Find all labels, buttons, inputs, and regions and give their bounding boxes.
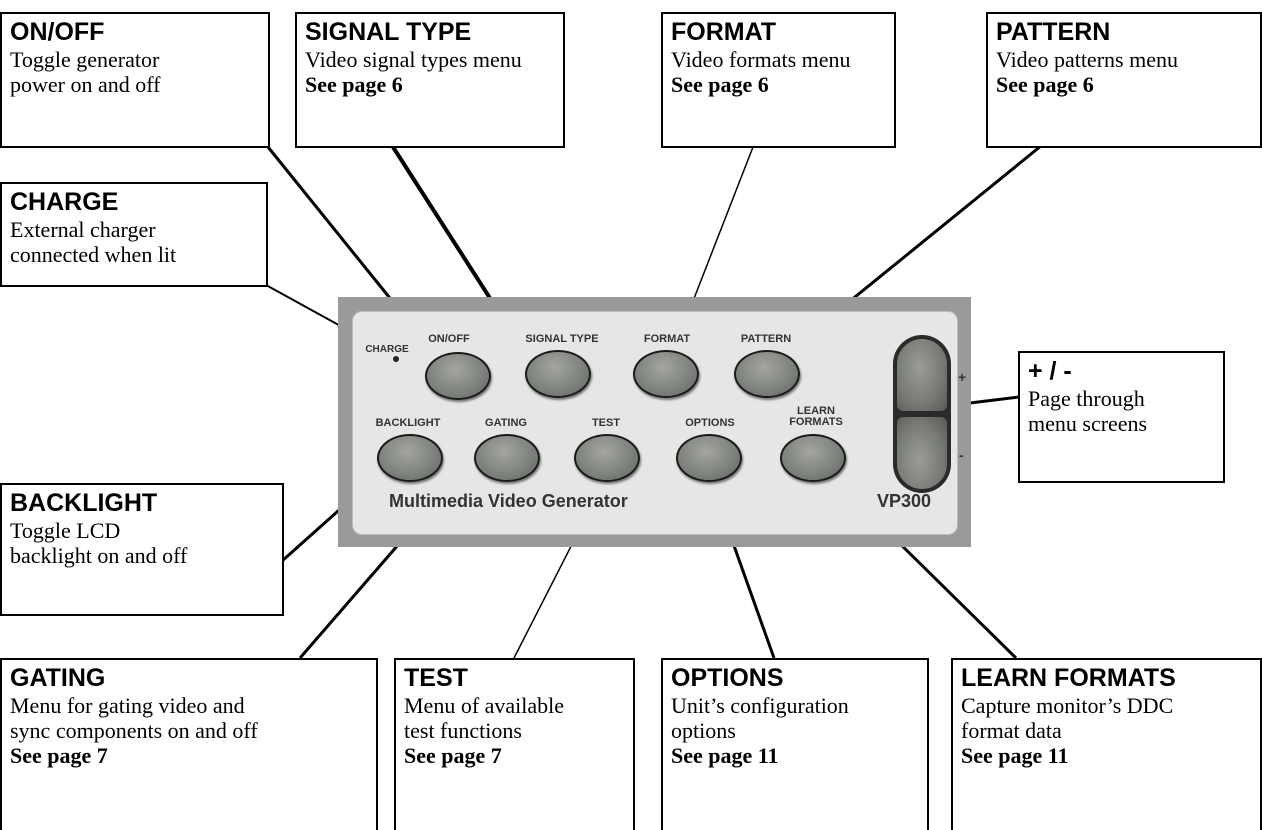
- callout-page-ref: See page 7: [404, 743, 502, 768]
- callout-desc: Video patterns menu: [996, 47, 1178, 72]
- callout-test: TEST Menu of available test functions Se…: [394, 658, 635, 830]
- callout-title: OPTIONS: [671, 664, 784, 692]
- test-button[interactable]: [574, 434, 640, 482]
- minus-button[interactable]: [897, 417, 947, 489]
- charge-led: [393, 356, 399, 362]
- callout-title: CHARGE: [10, 188, 119, 216]
- callout-onoff: ON/OFF Toggle generator power on and off: [0, 12, 270, 148]
- plus-sign: +: [958, 369, 967, 385]
- callout-charge: CHARGE External charger connected when l…: [0, 182, 268, 287]
- signal-type-label: SIGNAL TYPE: [525, 333, 599, 345]
- callout-title: ON/OFF: [10, 18, 105, 46]
- callout-options: OPTIONS Unit’s configuration options See…: [661, 658, 929, 830]
- pattern-button[interactable]: [734, 350, 800, 398]
- gating-label: GATING: [485, 417, 527, 429]
- options-label: OPTIONS: [685, 417, 735, 429]
- callout-desc: External charger connected when lit: [10, 217, 177, 267]
- options-button[interactable]: [676, 434, 742, 482]
- minus-sign: -: [959, 447, 964, 463]
- format-button[interactable]: [633, 350, 699, 398]
- callout-format: FORMAT Video formats menu See page 6: [661, 12, 896, 148]
- callout-desc: Unit’s configuration options: [671, 693, 849, 743]
- callout-desc: Toggle LCD backlight on and off: [10, 518, 188, 568]
- callout-title: LEARN FORMATS: [961, 664, 1176, 692]
- callout-backlight: BACKLIGHT Toggle LCD backlight on and of…: [0, 483, 284, 616]
- callout-gating: GATING Menu for gating video and sync co…: [0, 658, 378, 830]
- callout-desc: Menu for gating video and sync component…: [10, 693, 258, 743]
- callout-page-ref: See page 11: [671, 743, 779, 768]
- callout-title: PATTERN: [996, 18, 1111, 46]
- learn-formats-button[interactable]: [780, 434, 846, 482]
- callout-desc: Page through menu screens: [1028, 386, 1148, 436]
- plus-button[interactable]: [897, 339, 947, 411]
- pattern-label: PATTERN: [740, 333, 792, 345]
- callout-desc: Capture monitor’s DDC format data: [961, 693, 1174, 743]
- callout-page-ref: See page 11: [961, 743, 1069, 768]
- callout-title: + / -: [1028, 357, 1072, 385]
- callout-learn-formats: LEARN FORMATS Capture monitor’s DDC form…: [951, 658, 1262, 830]
- model-text: VP300: [877, 491, 932, 511]
- callout-title: FORMAT: [671, 18, 777, 46]
- onoff-button[interactable]: [425, 352, 491, 400]
- backlight-button[interactable]: [377, 434, 443, 482]
- device-faceplate: CHARGE ON/OFF SIGNAL TYPE FORMAT PATTERN…: [352, 311, 958, 535]
- onoff-label: ON/OFF: [428, 333, 470, 345]
- gating-button[interactable]: [474, 434, 540, 482]
- test-label: TEST: [591, 417, 621, 429]
- vp300-device: CHARGE ON/OFF SIGNAL TYPE FORMAT PATTERN…: [338, 297, 971, 547]
- callout-desc: Menu of available test functions: [404, 693, 565, 743]
- charge-label: CHARGE: [365, 344, 409, 355]
- callout-title: BACKLIGHT: [10, 489, 158, 517]
- format-label: FORMAT: [643, 333, 691, 345]
- callout-title: TEST: [404, 664, 468, 692]
- callout-desc: Video formats menu: [671, 47, 851, 72]
- callout-plus-minus: + / - Page through menu screens: [1018, 351, 1225, 483]
- learn-formats-label: LEARN FORMATS: [789, 405, 843, 428]
- callout-signal-type: SIGNAL TYPE Video signal types menu See …: [295, 12, 565, 148]
- callout-page-ref: See page 7: [10, 743, 108, 768]
- plus-minus-rocker: [893, 335, 951, 493]
- callout-page-ref: See page 6: [996, 72, 1094, 97]
- brand-text: Multimedia Video Generator: [389, 491, 628, 511]
- callout-page-ref: See page 6: [671, 72, 769, 97]
- callout-desc: Video signal types menu: [305, 47, 522, 72]
- signal-type-button[interactable]: [525, 350, 591, 398]
- callout-title: SIGNAL TYPE: [305, 18, 472, 46]
- callout-pattern: PATTERN Video patterns menu See page 6: [986, 12, 1262, 148]
- callout-desc: Toggle generator power on and off: [10, 47, 161, 97]
- backlight-label: BACKLIGHT: [375, 417, 441, 429]
- callout-title: GATING: [10, 664, 106, 692]
- callout-page-ref: See page 6: [305, 72, 403, 97]
